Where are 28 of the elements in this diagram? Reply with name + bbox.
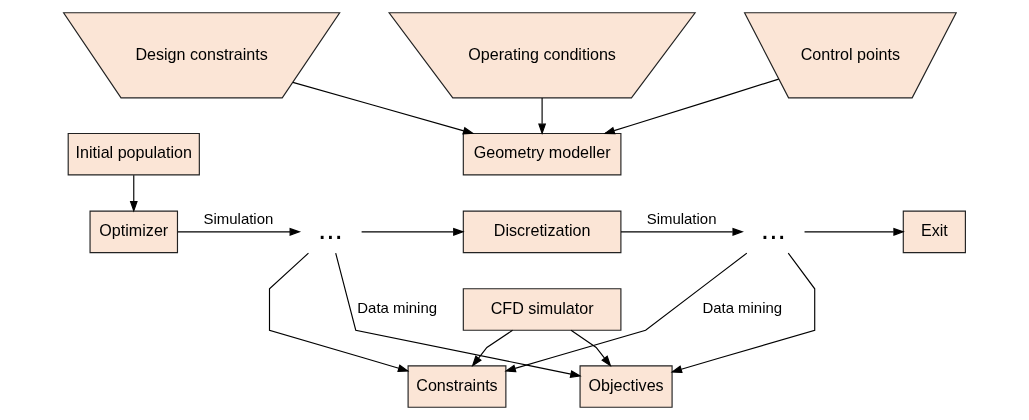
arrow [177,227,302,236]
node-box: CFD simulator [462,288,622,331]
arrow [620,227,744,236]
node-text: ... [318,212,343,246]
arrow [292,81,475,135]
arrow [504,252,748,373]
edge-label: Data mining [702,299,783,317]
arrow [129,174,138,213]
arrow [803,227,905,236]
edge-label: Simulation [646,210,717,228]
node-box: Constraints [407,365,507,408]
arrow [570,329,612,367]
node-box: Initial population [67,132,200,176]
edge-label: Simulation [203,210,274,228]
node-box: Discretization [462,210,622,254]
arrow [538,97,547,136]
arrow [670,252,816,374]
node-box: Geometry modeller [462,132,622,176]
arrow [268,252,410,372]
node-box: Objectives [579,365,673,408]
edge-label: Data mining [357,299,438,317]
node-box: Optimizer [89,210,179,254]
arrow [335,252,582,378]
arrow [471,329,514,367]
arrow [361,227,465,236]
node-text: ... [760,212,786,246]
arrow [603,78,780,135]
node-box: Exit [902,210,966,254]
